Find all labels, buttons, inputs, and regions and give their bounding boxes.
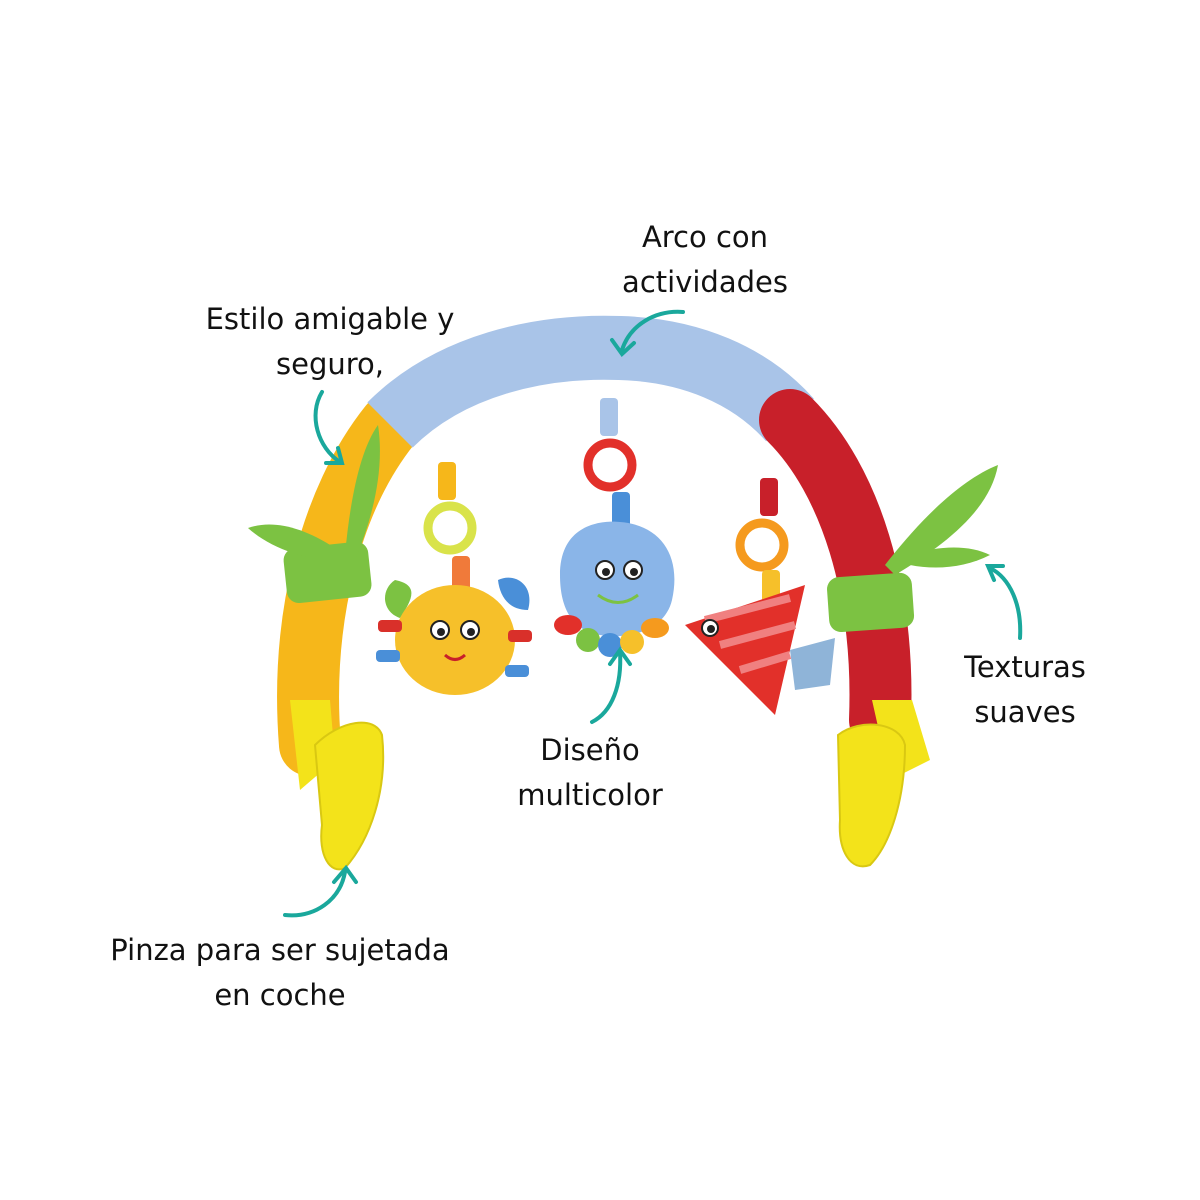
crab-leg-1 [378, 620, 402, 632]
crab-leg-4 [505, 665, 529, 677]
label-diseno-multicolor: Diseño multicolor [470, 728, 710, 818]
strap-center [600, 398, 618, 436]
label-texturas-line1: Texturas [964, 650, 1086, 684]
green-band-right [827, 572, 915, 633]
crab-smile [443, 653, 467, 661]
arrow-pinza [283, 870, 347, 918]
tentacle-2 [576, 628, 600, 652]
label-texturas-suaves: Texturas suaves [930, 645, 1120, 735]
arrow-estilo [313, 390, 342, 464]
strap-right [760, 478, 778, 516]
ring-center [583, 438, 637, 492]
arrow-texturas [988, 566, 1023, 640]
ring-right [735, 518, 789, 572]
label-pinza-coche: Pinza para ser sujetada en coche [70, 928, 490, 1018]
leaf-right-top [885, 465, 998, 575]
strap-left [438, 462, 456, 500]
label-pinza-line2: en coche [214, 978, 346, 1012]
label-estilo-line1: Estilo amigable y [205, 302, 455, 336]
crab-claw-left [384, 580, 412, 618]
label-estilo-amigable: Estilo amigable y seguro, [170, 297, 490, 387]
label-arco-line2: actividades [622, 265, 788, 299]
fish-tail [790, 638, 835, 690]
tentacle-5 [641, 618, 669, 638]
octopus-smile [597, 593, 639, 604]
tentacle-4 [620, 630, 644, 654]
clip-left-jaw [313, 721, 385, 871]
arrow-arco [620, 309, 685, 352]
label-pinza-line1: Pinza para ser sujetada [110, 933, 450, 967]
label-diseno-line2: multicolor [517, 778, 663, 812]
label-arco-con-actividades: Arco con actividades [560, 215, 850, 305]
label-diseno-line1: Diseño [540, 733, 640, 767]
crab-claw-right [498, 577, 530, 610]
label-estilo-line2: seguro, [276, 347, 384, 381]
arch-blue-segment [367, 315, 814, 449]
crab-leg-3 [508, 630, 532, 642]
fish-body [685, 585, 805, 715]
crab-body [395, 585, 515, 695]
crab-leg-2 [376, 650, 400, 662]
leaf-left-side [248, 524, 335, 560]
ring-left [423, 501, 477, 555]
octopus-body [560, 521, 675, 637]
tentacle-1 [554, 615, 582, 635]
tentacle-3 [598, 633, 622, 657]
leaf-right-side [910, 547, 990, 568]
arch-red-segment [759, 389, 912, 751]
clip-right-jaw [836, 723, 907, 868]
label-texturas-line2: suaves [974, 695, 1076, 729]
leaf-left-top [345, 425, 380, 560]
label-arco-line1: Arco con [641, 220, 769, 254]
arrow-diseno [590, 650, 623, 724]
